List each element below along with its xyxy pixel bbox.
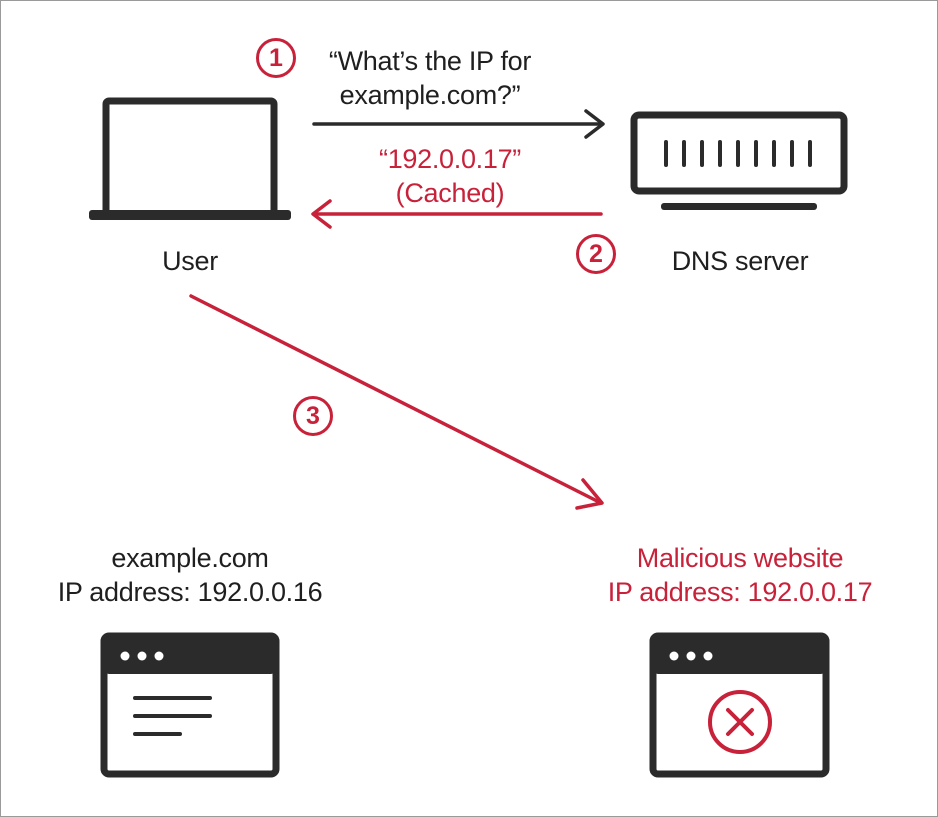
response-line-1: “192.0.0.17” (379, 144, 521, 174)
legit-site-name: example.com (111, 543, 269, 573)
browser-window-x-icon (649, 632, 830, 778)
redirect-arrow (189, 294, 604, 510)
malicious-site-name: Malicious website (636, 543, 844, 573)
dns-server-label: DNS server (671, 246, 809, 276)
browser-window-icon (100, 632, 280, 778)
response-line-2: (Cached) (395, 178, 505, 208)
query-text: “What’s the IP for example.com?” (300, 44, 560, 112)
user-label: User (162, 246, 218, 276)
laptop-icon (89, 97, 291, 220)
query-line-2: example.com?” (339, 80, 521, 110)
step-1-badge: 1 (256, 38, 296, 78)
step-2-badge: 2 (576, 234, 616, 274)
malicious-site-ip: IP address: 192.0.0.17 (607, 577, 873, 607)
server-icon (630, 111, 848, 210)
error-x-icon (708, 690, 772, 754)
response-arrow (311, 199, 603, 229)
legit-site-labels: example.com IP address: 192.0.0.16 (20, 541, 360, 609)
response-text: “192.0.0.17” (Cached) (322, 142, 578, 210)
step-3-badge: 3 (293, 396, 333, 436)
malicious-site-labels: Malicious website IP address: 192.0.0.17 (570, 541, 910, 609)
query-arrow (312, 109, 605, 139)
legit-site-ip: IP address: 192.0.0.16 (57, 577, 323, 607)
query-line-1: “What’s the IP for (328, 46, 532, 76)
